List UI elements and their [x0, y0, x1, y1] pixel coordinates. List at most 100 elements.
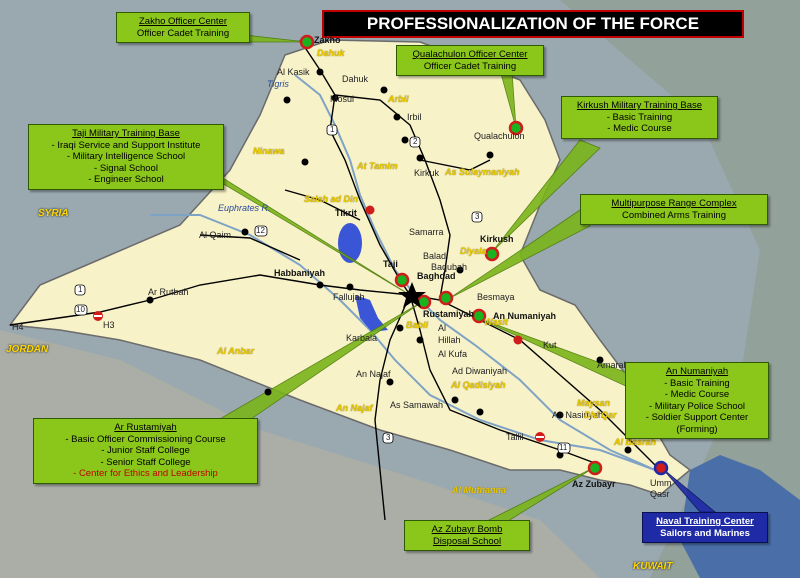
dot-al-qaim [241, 228, 249, 236]
callout-taji-line-3: - Signal School [94, 162, 158, 174]
callout-ar-rustamiyah: Ar Rustamiyah - Basic Officer Commission… [33, 418, 258, 484]
dot-al-kasik [316, 68, 324, 76]
dot-karbala [396, 324, 404, 332]
label-baghdad: Baghdad [417, 271, 456, 281]
label-arbil-province: Arbil [388, 94, 409, 104]
site-besmaya[interactable] [438, 290, 454, 306]
site-qualachulon[interactable] [508, 120, 524, 136]
dot-sulaymaniyah [486, 151, 494, 159]
callout-qualachulon-title: Qualachulon Officer Center [412, 49, 528, 60]
label-al-kufa: Al Kufa [438, 349, 468, 359]
dot-as-samawah [476, 408, 484, 416]
callout-an-numaniyah: An Numaniyah - Basic Training - Medic Co… [625, 362, 769, 439]
label-al-amarah: Amarah [597, 360, 629, 370]
callout-multipurpose-line: Combined Arms Training [621, 209, 727, 221]
site-umm-qasr-naval[interactable] [653, 460, 669, 476]
label-ad-diwaniyah: Ad Diwaniyah [452, 366, 508, 376]
label-an-najaf-province: An Najaf [336, 403, 373, 413]
label-irbil: Irbil [407, 112, 422, 122]
label-baqubah: Baqubah [431, 262, 468, 272]
label-as-samawah: As Samawah [390, 400, 444, 410]
callout-naval-title: Naval Training Center [656, 516, 754, 527]
callout-taji-title: Taji Military Training Base [72, 128, 180, 139]
callout-zakho-title: Zakho Officer Center [138, 16, 227, 27]
label-al-qaim: Al Qaim [199, 230, 232, 240]
label-mosul: Mosul [330, 94, 355, 104]
highway-shields [74, 124, 571, 454]
site-kirkush[interactable] [484, 246, 500, 262]
label-dhi-qar: Dhi Qar [584, 410, 617, 420]
label-ar-rutbah: Ar Rutbah [148, 287, 189, 297]
label-diyala: Diyala [460, 246, 487, 256]
callout-taji-line-4: - Engineer School [88, 174, 164, 185]
label-syria: SYRIA [38, 208, 69, 219]
dot-kirkuk [416, 154, 424, 162]
label-umm-qasr-2: Qasr [650, 489, 670, 499]
label-ninawa: Ninawa [253, 146, 285, 156]
label-an-nasiriyah: An Nasiriyah [552, 410, 604, 420]
label-an-najaf-city: An Najaf [356, 369, 391, 379]
callout-az-zubayr: Az Zubayr Bomb Disposal School [404, 520, 530, 551]
label-maysan: Maysan [577, 398, 611, 408]
callout-ar-rustamiyah-line-2: - Junior Staff College [101, 445, 190, 456]
callout-an-numaniyah-line-5: (Forming) [676, 423, 718, 435]
saudi-terrain [0, 330, 600, 578]
lake-tharthar [338, 223, 362, 263]
label-samarra: Samarra [409, 227, 444, 237]
label-kirkush: Kirkush [480, 234, 514, 244]
label-h4: H4 [12, 322, 24, 332]
label-az-zubayr: Az Zubayr [572, 479, 616, 489]
label-tigris: Tigris [267, 79, 289, 89]
label-al-kasik: Al Kasik [277, 67, 310, 77]
page-title: PROFESSIONALIZATION OF THE FORCE [322, 10, 744, 38]
callout-kirkush-line-2: - Medic Course [607, 123, 672, 134]
highway-10: 10 [76, 305, 85, 314]
dot-desert-road [264, 388, 272, 396]
highway-1-west: 1 [78, 285, 83, 294]
label-an-numaniyah: An Numaniyah [493, 311, 557, 321]
site-taji[interactable] [394, 272, 410, 288]
site-zakho[interactable] [299, 34, 315, 50]
label-dahuk-province: Dahuk [317, 48, 345, 58]
dot-ad-diwaniyah [451, 396, 459, 404]
callout-an-numaniyah-line-3: - Military Police School [648, 400, 746, 412]
dot-fallujah [346, 283, 354, 291]
dot-ar-rutbah [146, 296, 154, 304]
site-an-numaniyah[interactable] [471, 308, 487, 324]
callout-ar-rustamiyah-title: Ar Rustamiyah [114, 422, 177, 433]
callout-an-numaniyah-line-1: - Basic Training [664, 377, 730, 389]
label-qualachulon: Qualachulon [474, 131, 525, 141]
marker-tikrit [365, 205, 375, 215]
dot-al-amarah [596, 356, 604, 364]
callout-kirkush-line-1: - Basic Training [606, 111, 673, 123]
marker-al-kut [513, 335, 523, 345]
highway-12: 12 [256, 226, 265, 235]
city-dots [146, 68, 632, 459]
callout-az-zubayr-title-2: Disposal School [432, 535, 502, 547]
label-dahuk-city: Dahuk [342, 74, 369, 84]
dot-an-nasiriyah [556, 411, 564, 419]
callout-an-numaniyah-line-4: - Soldier Support Center [645, 412, 749, 423]
callout-naval-line: Sailors and Marines [660, 527, 750, 539]
callout-an-numaniyah-line-2: - Medic Course [664, 389, 730, 400]
red-markers [93, 205, 545, 442]
site-az-zubayr[interactable] [587, 460, 603, 476]
label-habbaniyah: Habbaniyah [274, 268, 326, 278]
callout-qualachulon: Qualachulon Officer Center Officer Cadet… [396, 45, 544, 76]
label-at-tamim: At Tamim [357, 161, 398, 171]
callout-multipurpose-title: Multipurpose Range Complex [611, 198, 737, 209]
highway-9: 3 [386, 433, 391, 442]
dot-road-ninawa [301, 158, 309, 166]
highway-2: 2 [413, 137, 418, 146]
callout-kirkush-title: Kirkush Military Training Base [576, 100, 703, 111]
highway-1-north: 1 [330, 125, 335, 134]
label-al-basrah: Al Basrah [614, 437, 657, 447]
label-balad: Balad [423, 251, 447, 261]
label-karbala: Karbala [346, 333, 378, 343]
label-salah-ad-din: Salah ad Din [304, 194, 359, 204]
callout-ar-rustamiyah-highlight: - Center for Ethics and Leadership [73, 468, 218, 479]
label-zakho: Zakho [314, 35, 341, 45]
dot-highway [401, 136, 409, 144]
label-euphrates: Euphrates R. [218, 203, 271, 213]
